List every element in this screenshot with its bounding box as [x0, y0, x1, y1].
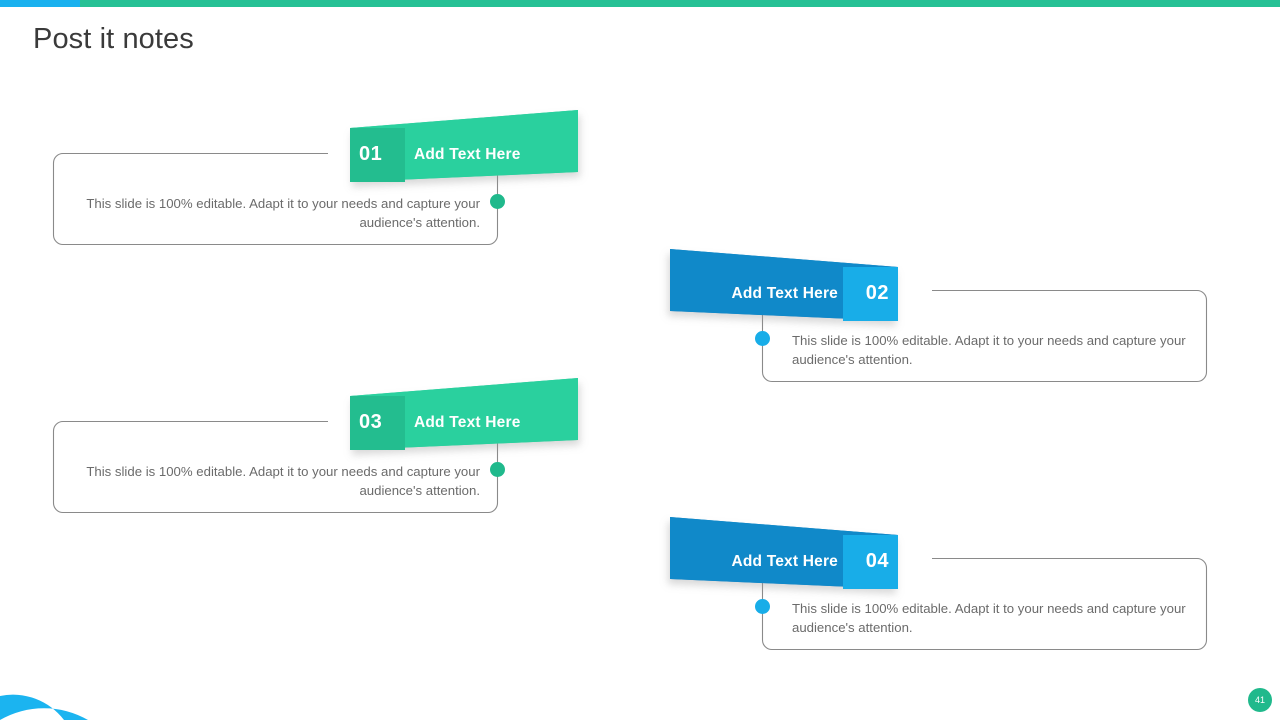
- ribbon-shape-01: [350, 110, 578, 182]
- ribbon-shape-02: [670, 249, 898, 321]
- note-ribbon-04[interactable]: 04 Add Text Here: [670, 517, 906, 595]
- note-ribbon-02[interactable]: 02 Add Text Here: [670, 249, 906, 327]
- note-card-01: This slide is 100% editable. Adapt it to…: [52, 152, 505, 246]
- note-card-body-03: This slide is 100% editable. Adapt it to…: [86, 464, 480, 498]
- note-ribbon-03[interactable]: 03 Add Text Here: [342, 378, 578, 456]
- accent-dot-04: [755, 599, 770, 614]
- note-card-body-02: This slide is 100% editable. Adapt it to…: [792, 333, 1186, 367]
- accent-dot-02: [755, 331, 770, 346]
- note-ribbon-01[interactable]: 01 Add Text Here: [342, 110, 578, 188]
- ribbon-shape-03: [350, 378, 578, 450]
- page-number-badge: 41: [1248, 688, 1272, 712]
- accent-dot-01: [490, 194, 505, 209]
- top-accent-bar: [0, 0, 1280, 7]
- page-title: Post it notes: [33, 23, 194, 55]
- top-accent-bar-green-segment: [80, 0, 1280, 7]
- note-card-body-01: This slide is 100% editable. Adapt it to…: [86, 196, 480, 230]
- ribbon-shape-04: [670, 517, 898, 589]
- note-card-body-04: This slide is 100% editable. Adapt it to…: [792, 601, 1186, 635]
- top-accent-bar-blue-segment: [0, 0, 80, 7]
- corner-arc-decoration: [0, 694, 88, 720]
- accent-dot-03: [490, 462, 505, 477]
